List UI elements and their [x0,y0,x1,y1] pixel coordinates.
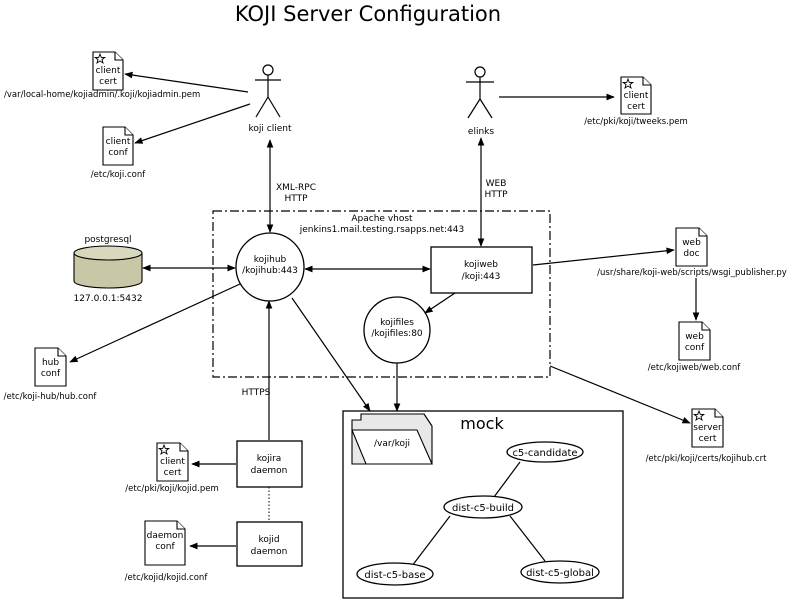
hub-conf-label-line: hub [42,358,59,368]
client-conf-label-line: client [106,137,131,147]
edge-client-admin-cert [124,71,249,93]
kojihub-name: kojihub [254,255,287,265]
postgresql-label: postgresql [84,235,131,245]
web-doc-document-icon: webdoc/usr/share/koji-web/scripts/wsgi_p… [597,227,787,278]
xmlrpc-http-label: HTTP [284,194,308,204]
client-cert-tweeks-label-line: cert [627,102,645,112]
kojihub-path: /kojihub:443 [242,266,298,276]
vhost-label: Apache vhost [351,214,413,224]
server-cert-document-icon: servercert/etc/pki/koji/certs/kojihub.cr… [646,408,768,464]
server-cert-label-line: server [693,423,722,433]
client-cert-admin-path: /var/local-home/kojiadmin/.koji/kojiadmi… [4,90,200,100]
server-cert-label-line: cert [699,434,717,444]
mock-container [342,410,624,599]
web-conf-path: /etc/kojiweb/web.conf [648,363,741,373]
kojiweb-path: /koji:443 [462,272,501,282]
dist-c5-global-label: dist-c5-global [526,568,594,579]
web-doc-label-line: doc [683,249,699,259]
daemon-conf-label-line: conf [155,542,175,552]
kojira-role: daemon [251,466,288,476]
elinks-actor-icon [466,66,494,119]
dist-c5-build-label: dist-c5-build [452,503,514,514]
kojiweb-node [430,246,533,294]
client-cert-tweeks-label-line: client [624,91,649,101]
kojid-role: daemon [251,547,288,557]
web-doc-label-line: web [682,238,701,248]
web-label: WEB [486,179,507,189]
hub-conf-label-line: conf [41,369,61,379]
elinks-label: elinks [468,127,494,137]
kojifiles-path: /kojifiles:80 [371,329,423,339]
edge-client-conf [134,103,251,144]
dist-c5-build-node [443,495,523,519]
https-label: HTTPS [242,388,271,398]
dist-c5-global-node [520,560,600,584]
edge-hub-conf [69,283,241,363]
edge-web-kojifiles [424,292,456,314]
web-conf-label-line: web [685,332,704,342]
postgresql-address: 127.0.0.1:5432 [74,294,143,304]
edges [69,71,700,550]
dist-c5-base-label: dist-c5-base [364,570,425,581]
web-http-label: HTTP [484,190,508,200]
client-cert-kojid-label-line: client [160,457,185,467]
mock-edges [411,461,546,567]
xmlrpc-label: XML-RPC [276,183,316,193]
edge-web-doc [532,247,675,266]
client-cert-admin-document-icon: clientcert/var/local-home/kojiadmin/.koj… [4,51,200,100]
client-conf-path: /etc/koji.conf [91,170,146,180]
daemon-conf-label-line: daemon [147,531,184,541]
folder-icon [351,413,433,465]
diagram-title: KOJI Server Configuration [235,2,501,26]
folder-label: /var/koji [374,439,410,449]
edge-vhost-servercert [549,365,691,424]
edge-hub-folder [291,297,371,412]
client-cert-admin-label-line: client [96,66,121,76]
kojifiles-name: kojifiles [380,318,414,328]
client-cert-admin-label-line: cert [99,77,117,87]
koji-client-actor-icon [255,64,281,118]
c5-candidate-node [506,441,584,463]
daemon-conf-path: /etc/kojid/kojid.conf [125,573,209,583]
client-cert-tweeks-path: /etc/pki/koji/tweeks.pem [584,117,688,127]
web-conf-label-line: conf [685,343,705,353]
apache-vhost-boundary [212,210,551,378]
c5-candidate-label: c5-candidate [512,448,577,459]
kojid-node [236,521,303,567]
koji-client-label: koji client [249,124,292,134]
client-cert-kojid-label-line: cert [164,468,182,478]
kojira-node [236,440,303,488]
hub-conf-path: /etc/koji-hub/hub.conf [4,392,98,402]
web-doc-path: /usr/share/koji-web/scripts/wsgi_publish… [597,268,787,278]
client-cert-kojid-path: /etc/pki/koji/kojid.pem [125,484,218,494]
client-conf-label-line: conf [108,148,128,158]
mock-title: mock [460,414,504,433]
server-cert-path: /etc/pki/koji/certs/kojihub.crt [646,454,768,464]
vhost-host: jenkins1.mail.testing.rsapps.net:443 [299,225,465,235]
kojid-name: kojid [258,535,279,545]
kojira-name: kojira [257,454,282,464]
kojiweb-name: kojiweb [464,260,498,270]
dist-c5-base-node [356,562,434,586]
postgresql-database-icon [73,245,143,289]
